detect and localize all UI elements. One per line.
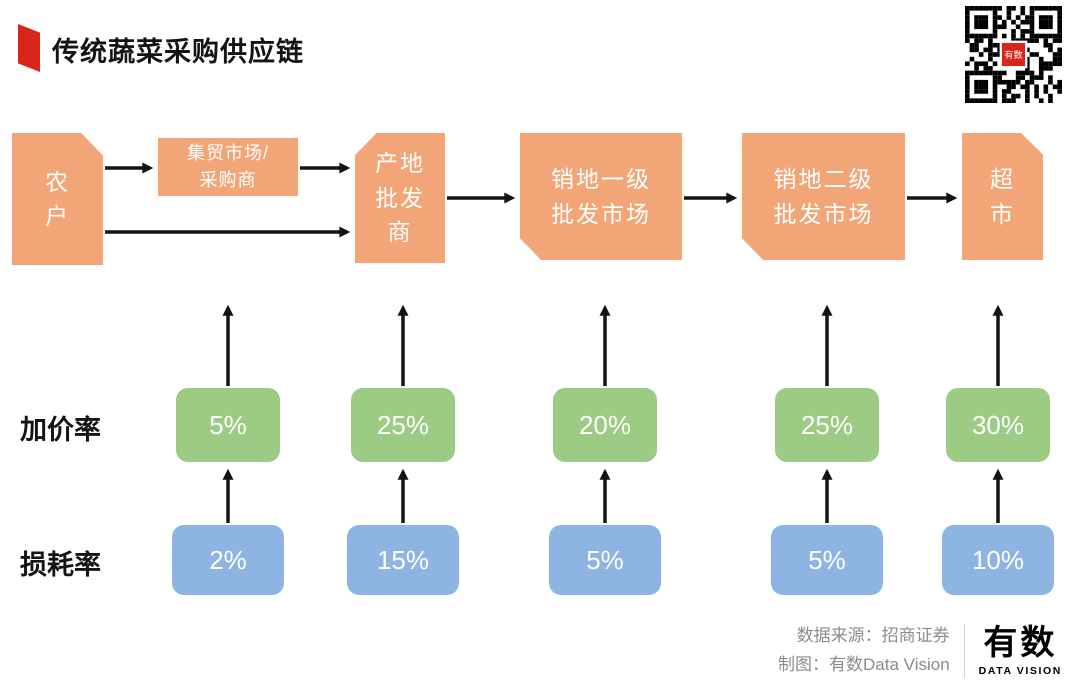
node-label-line: 商	[387, 219, 413, 246]
loss-rate-value-4: 5%	[771, 525, 883, 595]
loss-rate-row-label: 损耗率	[20, 550, 101, 580]
node-label-line: 农	[45, 168, 70, 195]
node-label-line: 集贸市场/	[186, 143, 269, 163]
footer-divider	[963, 624, 965, 679]
markup-rate-value-2: 25%	[351, 388, 455, 462]
brand-logo-name: 有数	[983, 624, 1058, 663]
node-label-line: 销地二级	[773, 166, 874, 192]
footer: 数据来源：招商证券 制图：有数Data Vision 有数 DATA VISIO…	[778, 622, 1062, 680]
node-label-line: 销地一级	[551, 166, 651, 192]
node-label-line: 户	[45, 203, 70, 229]
markup-rate-row-label: 加价率	[20, 415, 101, 445]
loss-rate-value-1: 2%	[172, 525, 284, 595]
markup-rate-value-1: 5%	[176, 388, 280, 462]
brand-logo-subtitle: DATA VISION	[978, 664, 1062, 677]
qr-code: 有数	[965, 6, 1062, 103]
qr-center-logo: 有数	[1004, 49, 1022, 60]
markup-rate-value-3: 20%	[553, 388, 657, 462]
node-label-line: 市	[990, 200, 1015, 227]
chain-node-farmer: 农 户	[12, 133, 103, 265]
markup-rate-value-4: 25%	[775, 388, 879, 462]
chain-node-dest-level2-market: 销地二级 批发市场	[742, 133, 905, 260]
markup-rate-value-5: 30%	[946, 388, 1050, 462]
footer-credits: 数据来源：招商证券 制图：有数Data Vision	[778, 622, 950, 680]
node-label-line: 批发	[375, 184, 425, 211]
loss-rate-value-5: 10%	[942, 525, 1054, 595]
credit-text: 制图：有数Data Vision	[778, 655, 950, 675]
node-label-line: 批发市场	[773, 200, 874, 227]
data-source-text: 数据来源：招商证券	[796, 626, 950, 646]
chain-node-supermarket: 超 市	[962, 133, 1043, 260]
node-label-line: 超	[990, 166, 1015, 192]
chain-node-origin-wholesaler: 产地 批发 商	[355, 133, 445, 263]
node-label-line: 产地	[375, 150, 425, 177]
qr-image: 有数	[965, 6, 1062, 103]
node-label-line: 采购商	[199, 170, 257, 190]
title-accent-mark	[18, 24, 40, 72]
loss-rate-value-3: 5%	[549, 525, 661, 595]
brand-logo: 有数 DATA VISION	[978, 624, 1062, 677]
page-title: 传统蔬菜采购供应链	[52, 37, 304, 67]
loss-rate-value-2: 15%	[347, 525, 459, 595]
node-label-line: 批发市场	[551, 200, 651, 227]
chain-node-dest-level1-market: 销地一级 批发市场	[520, 133, 682, 260]
chain-node-trade-market: 集贸市场/ 采购商	[158, 138, 298, 196]
